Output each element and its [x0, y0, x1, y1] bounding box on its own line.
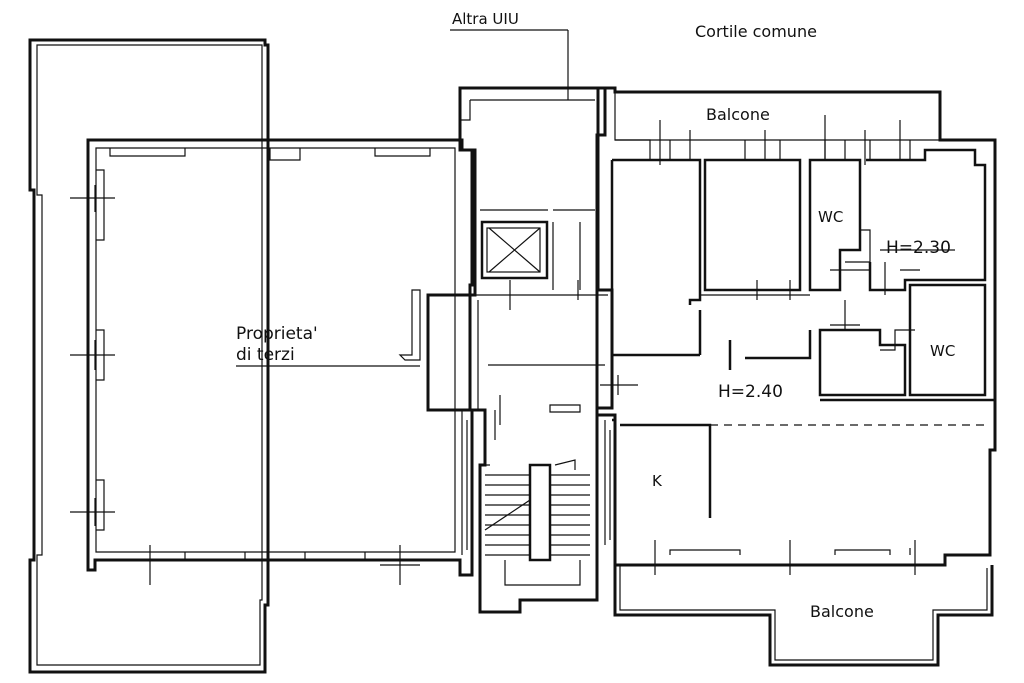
other-unit-label: Altra UIU — [452, 10, 519, 28]
third-party-label-line1: Proprieta' — [236, 324, 318, 344]
height-upper-label: H=2.30 — [886, 238, 951, 258]
height-lower-label: H=2.40 — [718, 382, 783, 402]
third-party-label-line2: di terzi — [236, 345, 295, 365]
courtyard-label: Cortile comune — [695, 22, 817, 41]
balcony-top-label: Balcone — [706, 105, 770, 124]
wc-lower-label: WC — [930, 342, 955, 360]
apartment-outline — [595, 86, 997, 575]
balcony-bottom-label: Balcone — [810, 602, 874, 621]
left-terrace-outline — [28, 38, 270, 674]
bottom-balcony-outline — [613, 565, 994, 667]
kitchen-label: K — [652, 472, 663, 490]
wc-upper-label: WC — [818, 208, 843, 226]
